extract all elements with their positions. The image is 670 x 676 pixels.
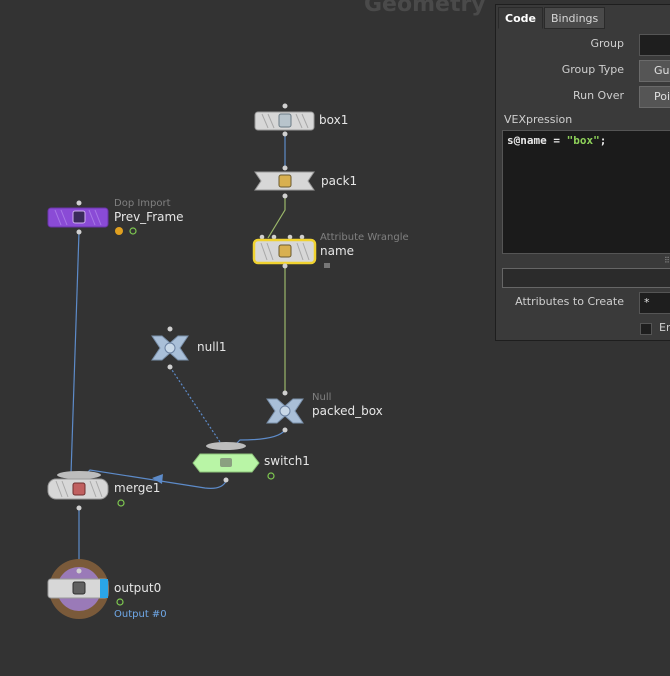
- wire-pack1-name: [267, 196, 286, 239]
- enforce-checkbox[interactable]: [640, 323, 652, 335]
- input-connector[interactable]: [282, 103, 288, 109]
- group-label: Group: [590, 37, 625, 50]
- node-label-box1: box1: [319, 113, 349, 127]
- node-null1[interactable]: [151, 326, 189, 370]
- box-icon: [278, 113, 292, 128]
- node-output0[interactable]: [47, 559, 124, 619]
- attributes-label: Attributes to Create: [515, 295, 624, 308]
- tab-bindings[interactable]: Bindings: [543, 7, 606, 29]
- node-label-packed-box: packed_box: [312, 404, 383, 418]
- node-label-null1: null1: [197, 340, 227, 354]
- param-attributes: Attributes to Create *: [496, 292, 670, 314]
- editor-toolbar[interactable]: [502, 268, 670, 288]
- context-title: Geometry: [364, 0, 486, 17]
- panel-tabs: Code Bindings: [498, 7, 606, 31]
- node-pack1[interactable]: [254, 165, 315, 199]
- node-switch1[interactable]: [192, 442, 275, 483]
- wires: [70, 132, 286, 568]
- output-icon: [72, 581, 86, 595]
- node-type-name: Attribute Wrangle: [320, 232, 409, 243]
- wire-null1-switch1: [169, 366, 221, 443]
- wire-prevframe-merge1: [70, 231, 80, 475]
- null-icon: [279, 405, 291, 417]
- display-flag[interactable]: [100, 579, 108, 598]
- merge-icon: [72, 482, 86, 496]
- node-name[interactable]: [252, 234, 330, 269]
- vexpression-label: VEXpression: [504, 113, 573, 126]
- node-type-prev-frame: Dop Import: [114, 198, 171, 209]
- node-label-merge1: merge1: [114, 481, 161, 495]
- status-icon: [129, 227, 137, 235]
- vex-code-editor[interactable]: s@name = "box";: [502, 130, 670, 254]
- node-sub-output0: Output #0: [114, 609, 167, 620]
- node-label-pack1: pack1: [321, 174, 358, 188]
- node-box1[interactable]: [254, 103, 315, 137]
- tab-code[interactable]: Code: [498, 7, 543, 29]
- checkbox-label: En: [659, 321, 670, 334]
- node-label-name: name: [320, 244, 355, 258]
- wire-switch1-merge1: [85, 469, 227, 489]
- wire-packedbox-switch1: [235, 429, 286, 445]
- param-group-type: Group Type Gue: [496, 60, 670, 82]
- param-run-over: Run Over Poi: [496, 86, 670, 108]
- run-over-menu[interactable]: Poi: [639, 86, 670, 108]
- wrangle-icon: [278, 244, 292, 258]
- code-string: "box": [566, 134, 600, 147]
- status-icon: [117, 499, 125, 507]
- group-type-label: Group Type: [561, 63, 624, 76]
- dop-icon: [72, 210, 86, 224]
- status-icon: [267, 472, 275, 480]
- parameter-panel: Code Bindings Group Group Type Gue Run O…: [495, 4, 670, 341]
- code-text: s@name =: [507, 134, 567, 147]
- node-prev-frame[interactable]: [47, 200, 137, 236]
- switch-icon: [220, 458, 232, 467]
- node-type-packed-box: Null: [312, 392, 332, 403]
- group-input[interactable]: [639, 34, 670, 56]
- param-group: Group: [496, 34, 670, 56]
- lock-icon: [324, 263, 330, 268]
- resize-grip-icon[interactable]: ⠿: [664, 256, 670, 265]
- null-icon: [164, 342, 176, 354]
- wire-arrow: [152, 474, 163, 484]
- node-label-switch1: switch1: [264, 454, 310, 468]
- output-connector[interactable]: [282, 131, 288, 137]
- run-over-label: Run Over: [572, 89, 624, 102]
- node-label-prev-frame: Prev_Frame: [114, 210, 184, 224]
- attributes-input[interactable]: *: [639, 292, 670, 314]
- node-merge1[interactable]: [47, 471, 125, 511]
- group-type-menu[interactable]: Gue: [639, 60, 670, 82]
- code-semicolon: ;: [599, 134, 607, 147]
- status-icon: [116, 598, 124, 606]
- pack-icon: [278, 174, 292, 188]
- node-packed-box[interactable]: [266, 390, 304, 433]
- node-label-output0: output0: [114, 581, 162, 595]
- warning-icon: [115, 227, 123, 235]
